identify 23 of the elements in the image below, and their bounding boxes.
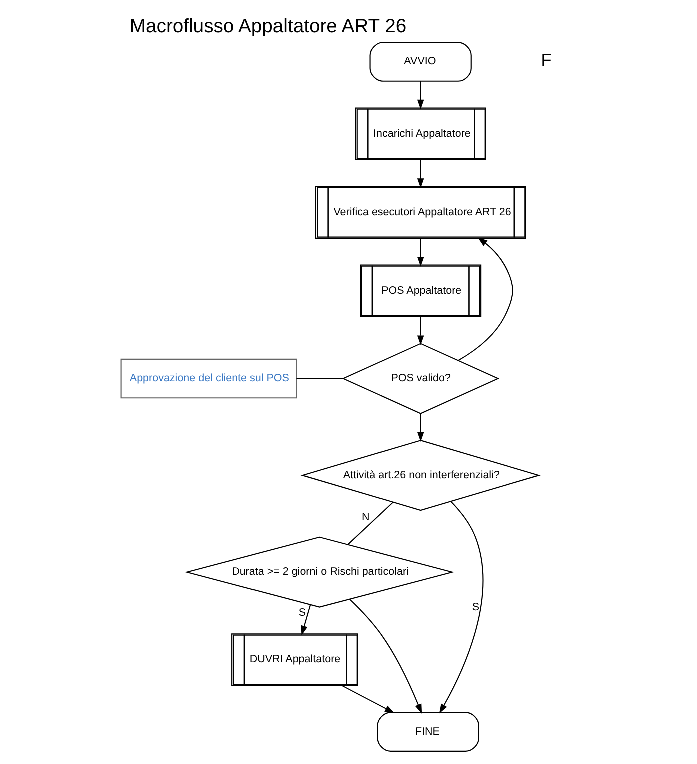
arrow bbox=[417, 317, 424, 346]
arrow bbox=[458, 238, 514, 362]
connector bbox=[296, 378, 344, 380]
node-diamond: POS valido? bbox=[342, 343, 500, 414]
arrow bbox=[350, 599, 422, 714]
node-diamond: Attività art.26 non interferenziali? bbox=[300, 440, 541, 512]
edge-label: N bbox=[362, 511, 370, 524]
arrow bbox=[417, 414, 424, 442]
node-diamond: Durata >= 2 giorni o Rischi particolari bbox=[185, 536, 454, 608]
node-box: AVVIO bbox=[370, 42, 472, 82]
edge-label: S bbox=[472, 601, 480, 614]
label: F bbox=[541, 50, 552, 70]
connector bbox=[348, 502, 394, 546]
node-box: FINE bbox=[377, 712, 480, 752]
edge-label: S bbox=[298, 607, 306, 620]
arrow bbox=[342, 685, 395, 714]
node-box: Approvazione del cliente sul POS bbox=[120, 358, 298, 399]
arrow bbox=[439, 501, 484, 714]
diagram-title: Macroflusso Appaltatore ART 26 bbox=[130, 15, 407, 38]
arrow bbox=[301, 605, 312, 636]
arrow bbox=[417, 81, 424, 110]
arrow bbox=[417, 160, 424, 188]
arrow bbox=[417, 238, 424, 267]
